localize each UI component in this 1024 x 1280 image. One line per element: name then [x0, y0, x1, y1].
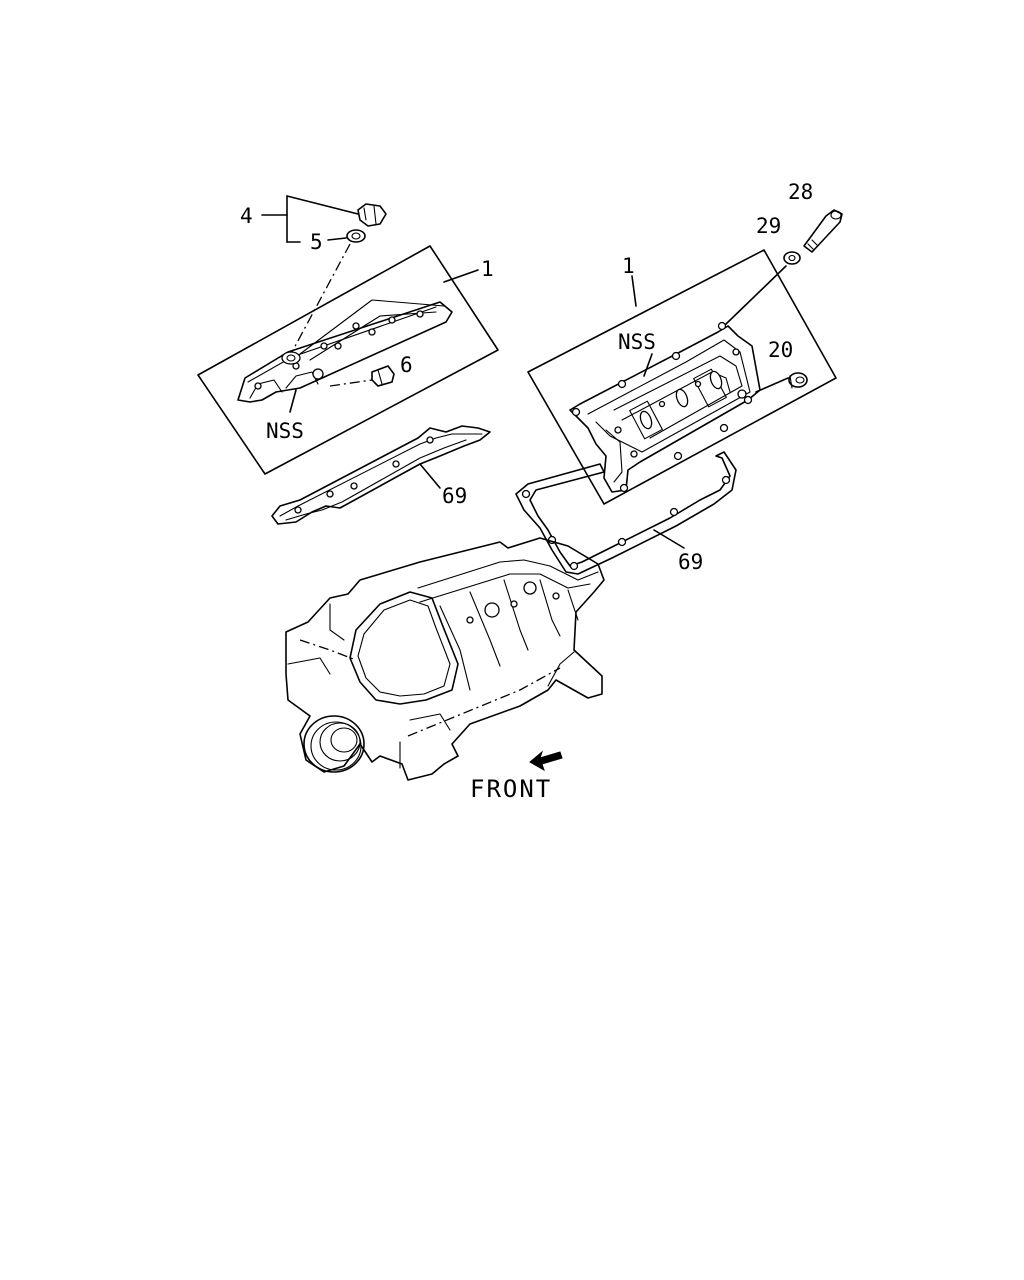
crank-pulley	[303, 715, 365, 773]
callout-28: 28	[788, 180, 813, 204]
callout-29: 29	[756, 214, 781, 238]
callout-69-left: 69	[442, 484, 467, 508]
callout-4: 4	[240, 204, 253, 228]
callout-20: 20	[768, 338, 793, 362]
callout-1-left: 1	[481, 257, 494, 281]
right-cover-body	[569, 321, 761, 493]
front-direction-indicator: FRONT	[470, 750, 563, 803]
front-label: FRONT	[470, 775, 552, 803]
cap-seal	[346, 229, 366, 243]
callout-nss-left: NSS	[266, 419, 304, 443]
front-arrow-icon	[529, 750, 563, 772]
callout-1-right: 1	[622, 254, 635, 278]
oil-filler-cap	[357, 203, 387, 227]
engine-block	[285, 537, 605, 781]
callout-5: 5	[310, 230, 323, 254]
pcv-valve	[371, 365, 395, 387]
right-gasket: 69	[515, 451, 737, 575]
left-gasket: 69	[271, 425, 491, 525]
callout-69-right: 69	[678, 550, 703, 574]
left-cover-body	[237, 299, 453, 403]
right-cover-group: 28 29 1 NSS 20	[527, 180, 843, 505]
right-cover-frame	[527, 249, 837, 505]
grommet	[788, 372, 808, 389]
left-cover-group: 4 5 1 6 NSS	[197, 195, 499, 475]
callout-nss-right: NSS	[618, 330, 656, 354]
bolt-grommet	[783, 251, 801, 265]
left-cover-frame	[197, 245, 499, 475]
cover-bolt	[803, 209, 843, 253]
callout-6: 6	[400, 353, 413, 377]
